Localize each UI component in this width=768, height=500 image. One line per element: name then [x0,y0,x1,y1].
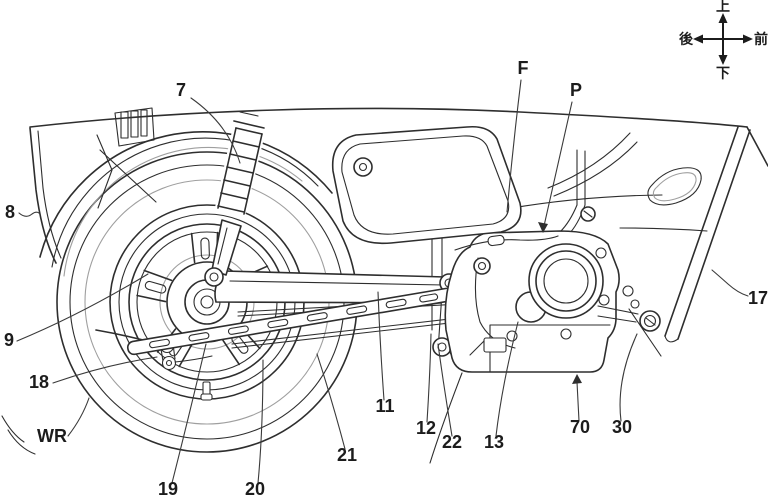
leader-line-30 [619,333,638,422]
mud-flap [1,415,25,443]
ref-label-12: 12 [416,418,436,438]
ref-label-WR: WR [37,426,67,446]
ref-label-7: 7 [176,80,186,100]
ref-label-21: 21 [337,445,357,465]
leader-arrow-P [538,222,548,233]
panel-vent-hole [647,167,702,206]
ref-label-13: 13 [484,432,504,452]
compass-rear-label: 後 [679,31,694,47]
brake-lever-line [429,372,463,464]
side-cover [331,125,522,245]
leader-line-12 [426,333,432,423]
leader-line-20 [257,359,264,484]
ref-label-17: 17 [748,288,768,308]
leader-line-70 [576,381,580,422]
leader-line-19 [171,343,207,484]
ref-label-70: 70 [570,417,590,437]
leader-line-WR [67,397,90,437]
ref-label-30: 30 [612,417,632,437]
leader-arrow-70 [572,374,582,384]
leader-line-8 [18,211,40,217]
ref-label-22: 22 [442,432,462,452]
tail-bracket [96,107,157,209]
right-side-panel [619,126,751,343]
leader-line-18 [52,356,158,384]
foot-bracket [483,337,507,353]
compass-up-label: 上 [716,0,730,14]
ref-label-18: 18 [29,372,49,392]
leader-line-21 [316,353,346,450]
ref-label-P: P [570,80,582,100]
leader-line-22 [437,343,453,437]
rear-arrow-icon [693,34,703,44]
engine-hanger [597,285,662,357]
leader-line-11 [377,291,385,401]
leader-line-17 [711,269,749,297]
engine-case [429,205,662,464]
ref-label-19: 19 [158,479,178,499]
sprocket-cover [515,243,604,323]
leader-line-13 [495,321,519,437]
leader-line-9 [16,273,149,342]
shock-absorber [204,111,266,287]
direction-compass: 上 下 前 後 [679,0,768,81]
leader-line-7 [190,97,241,164]
leader-line-P [543,101,573,227]
front-arrow-icon [743,34,753,44]
down-arrow-icon [718,55,728,65]
ref-label-20: 20 [245,479,265,499]
ref-label-9: 9 [4,330,14,350]
compass-front-label: 前 [754,31,768,47]
valve-stem [200,381,213,401]
ref-label-F: F [518,58,529,78]
rear-fender [1,107,333,455]
chain-guard [126,287,455,356]
leader-line-F [506,79,522,213]
ref-label-11: 11 [375,396,394,416]
ref-label-8: 8 [5,202,15,222]
compass-down-label: 下 [716,65,730,81]
swingarm [214,270,467,359]
up-arrow-icon [718,13,728,23]
